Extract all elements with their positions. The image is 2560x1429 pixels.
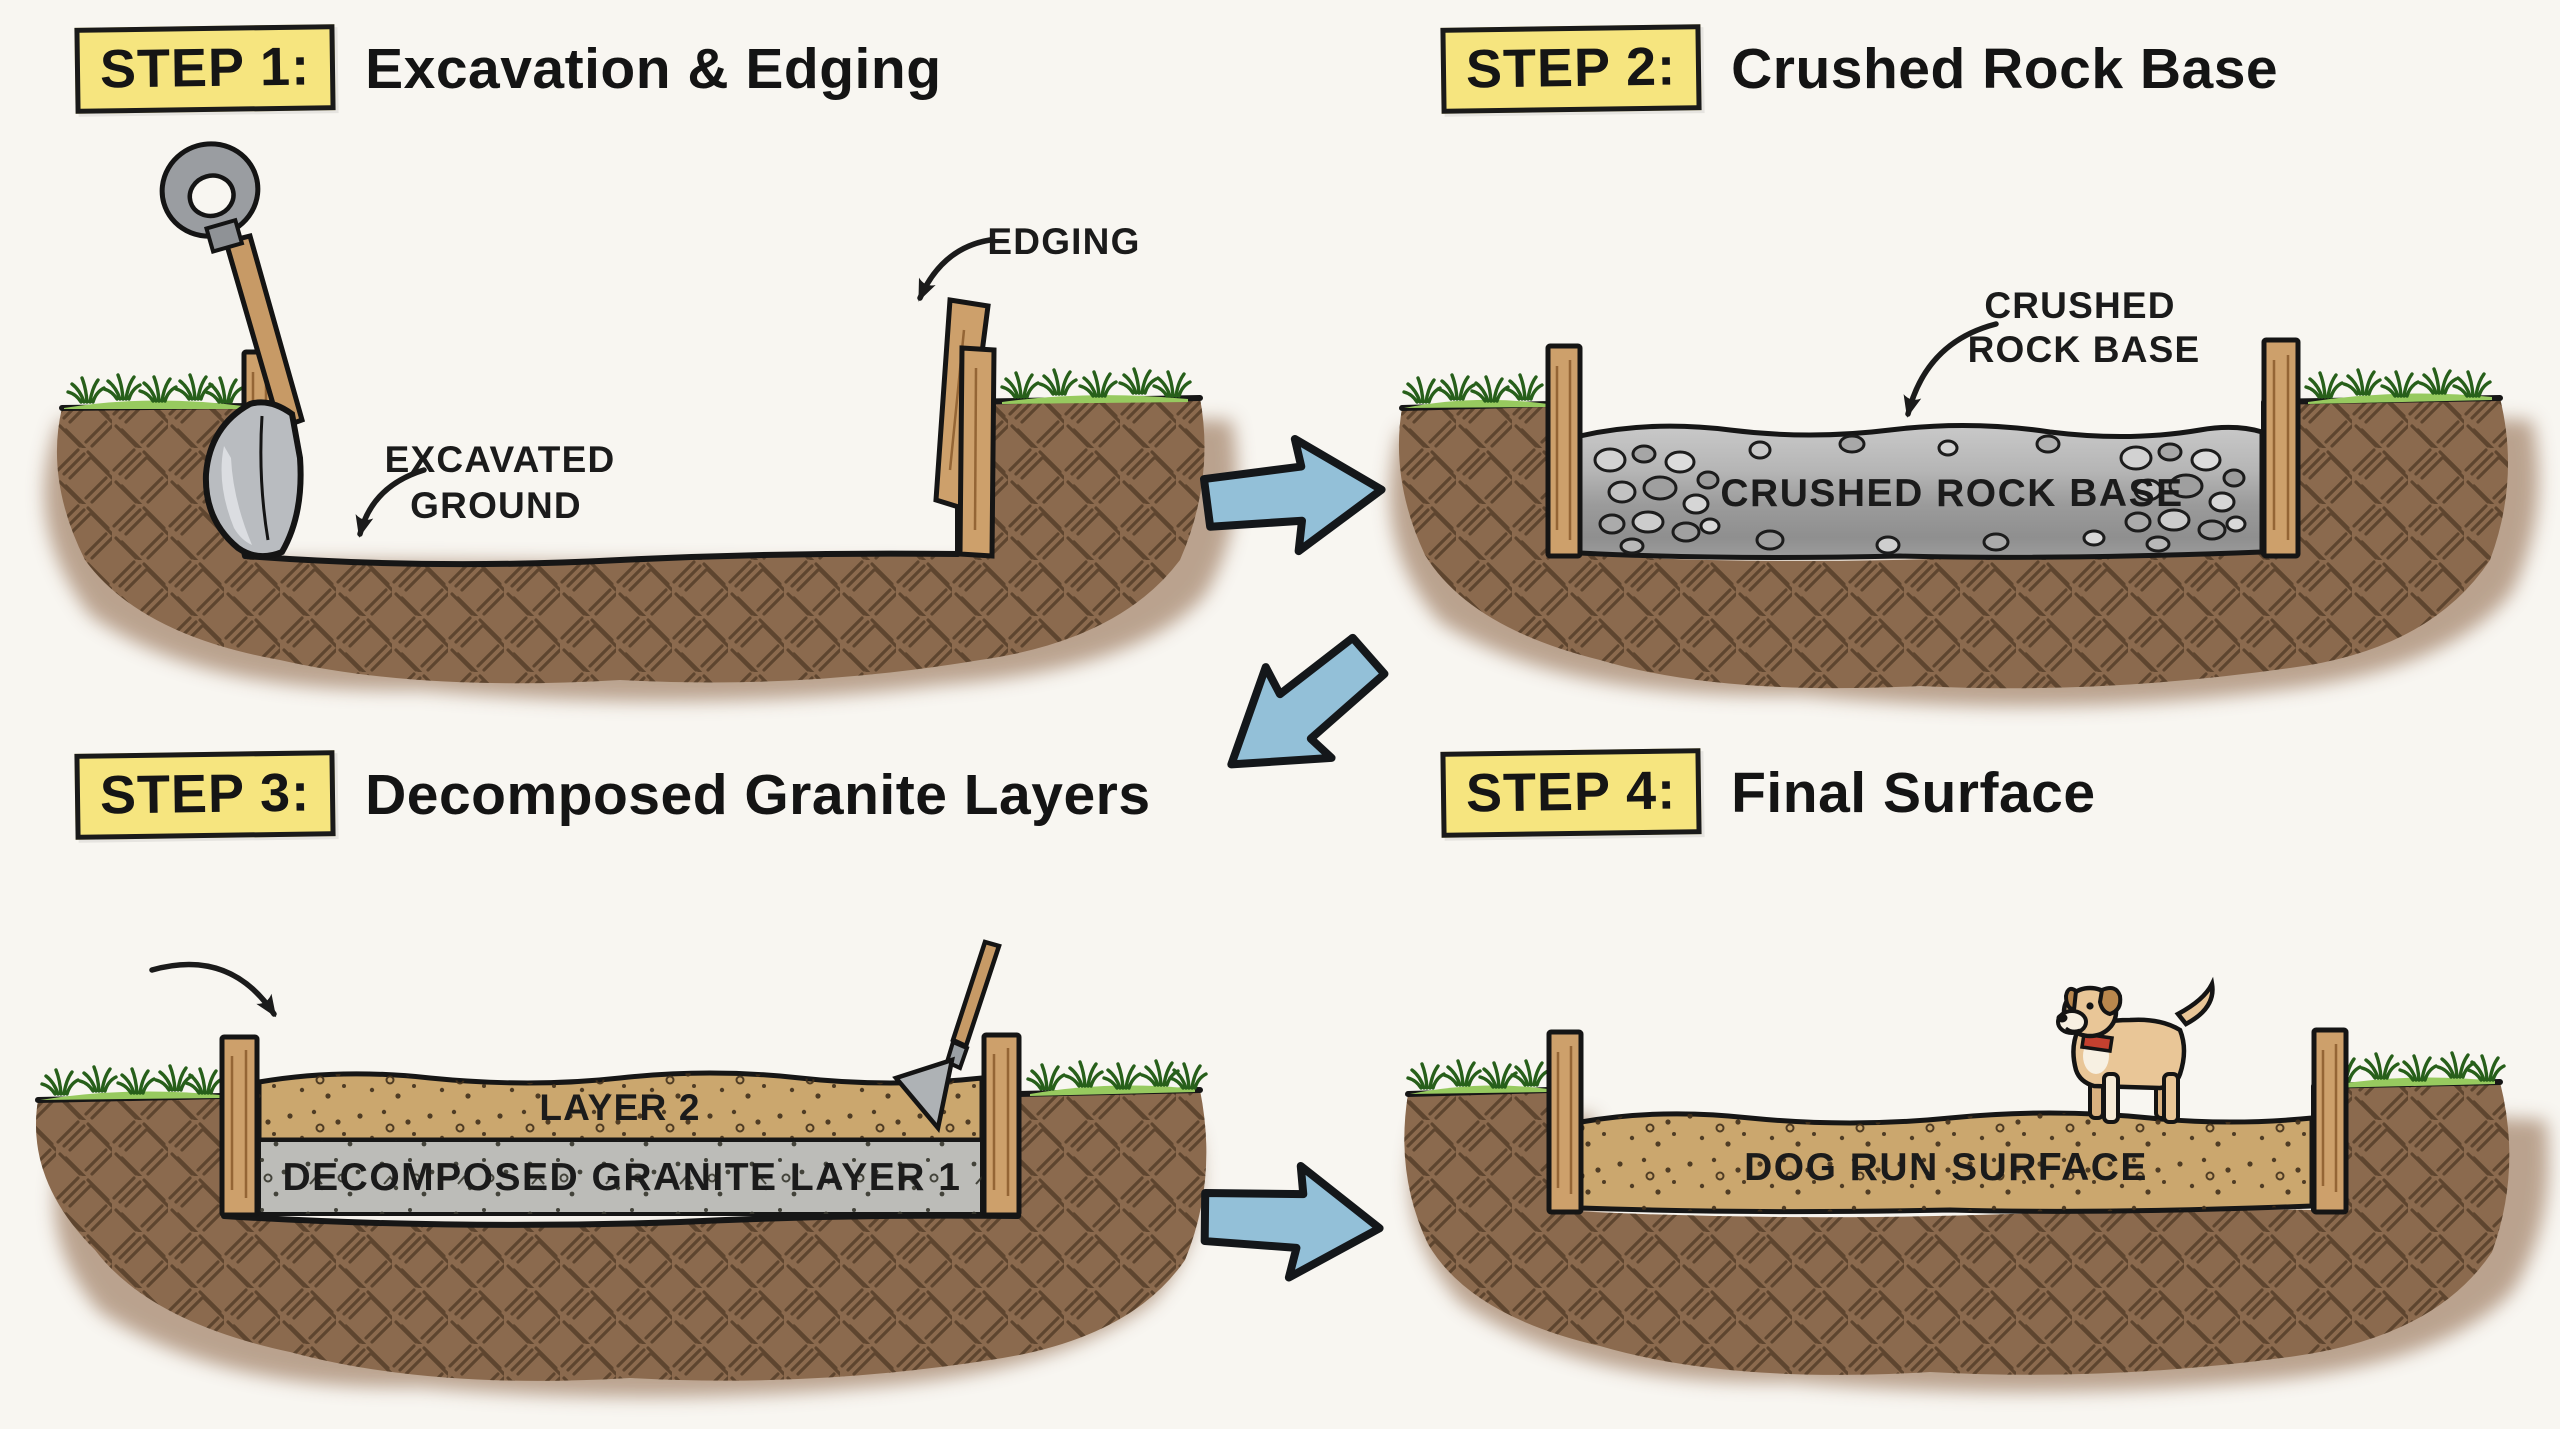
edging-arrow (917, 237, 993, 302)
grass-right (2322, 1051, 2506, 1088)
grass-left (1406, 1059, 1550, 1094)
flow-arrow-step2-to-step3 (1197, 612, 1404, 810)
soil-texture (1404, 1082, 2510, 1375)
step2-badge: STEP 2: (1440, 24, 1702, 114)
panel-step1: EXCAVATED GROUND EDGING (44, 141, 1238, 702)
edging-boards-right (933, 297, 997, 559)
layer1-text: DECOMPOSED GRANITE LAYER 1 (283, 1156, 962, 1199)
step3-title: STEP 3: Decomposed Granite Layers (74, 750, 1151, 840)
step3-badge: STEP 3: (74, 750, 336, 840)
crushed-rock-arrow (1903, 321, 1999, 418)
soil-texture (35, 1090, 1207, 1381)
excavated-ground-arrow (355, 467, 427, 538)
dog-icon (2056, 976, 2215, 1124)
edging-post-right (981, 1032, 1022, 1218)
step1-title: STEP 1: Excavation & Edging (74, 24, 942, 114)
crushed-rock-callout-line1: CRUSHED (1984, 285, 2175, 326)
grass-right (1026, 1059, 1208, 1096)
step3-title-text: Decomposed Granite Layers (365, 763, 1151, 827)
flow-arrow-step3-to-step4 (1201, 1161, 1383, 1282)
grass-left (64, 373, 244, 409)
edging-label: EDGING (987, 221, 1140, 262)
step2-title-text: Crushed Rock Base (1731, 37, 2279, 101)
crushed-rock-callout-line2: ROCK BASE (1968, 329, 2201, 370)
dog-run-surface-text: DOG RUN SURFACE (1744, 1146, 2148, 1189)
step1-title-text: Excavation & Edging (365, 37, 942, 101)
edging-post-left (1546, 1029, 1584, 1215)
soil-texture (56, 398, 1205, 684)
step1-badge: STEP 1: (74, 24, 336, 114)
edging-post-right (2311, 1027, 2349, 1215)
panel-step3: LAYER 2 DECOMPOSED GRANITE LAYER 1 (35, 939, 1208, 1397)
edging-post-left (219, 1034, 260, 1218)
grass-right (1000, 367, 1192, 404)
grass-right (2304, 367, 2492, 404)
crushed-rock-layer: CRUSHED ROCK BASE (1577, 422, 2265, 560)
edging-post-left (1545, 343, 1583, 559)
grass-left (40, 1064, 224, 1100)
granite-layer-1: DECOMPOSED GRANITE LAYER 1 (257, 1138, 984, 1216)
edging-post-right (2261, 337, 2301, 559)
crushed-rock-layer-text: CRUSHED ROCK BASE (1720, 472, 2183, 515)
step4-title-text: Final Surface (1731, 761, 2096, 825)
grass-left (1402, 373, 1548, 408)
loose-stones (1748, 434, 2106, 555)
panel-step4: DOG RUN SURFACE (1404, 976, 2549, 1392)
step4-title: STEP 4: Final Surface (1440, 748, 2096, 838)
soil-texture (1398, 398, 2508, 689)
layer2-text: LAYER 2 (539, 1087, 700, 1128)
panel-step2: CRUSHED ROCK BASE CRUSHED ROCK BASE (1390, 285, 2539, 707)
layers-callout-arrow (149, 961, 277, 1018)
step2-title: STEP 2: Crushed Rock Base (1440, 24, 2279, 114)
step4-badge: STEP 4: (1440, 748, 1702, 838)
dog-run-surface-layer: DOG RUN SURFACE (1578, 1110, 2315, 1215)
excavated-ground-label-line2: GROUND (410, 485, 582, 526)
trowel-icon (892, 939, 1002, 1134)
granite-layer-2: LAYER 2 (256, 1070, 985, 1143)
shovel-icon (159, 141, 306, 560)
